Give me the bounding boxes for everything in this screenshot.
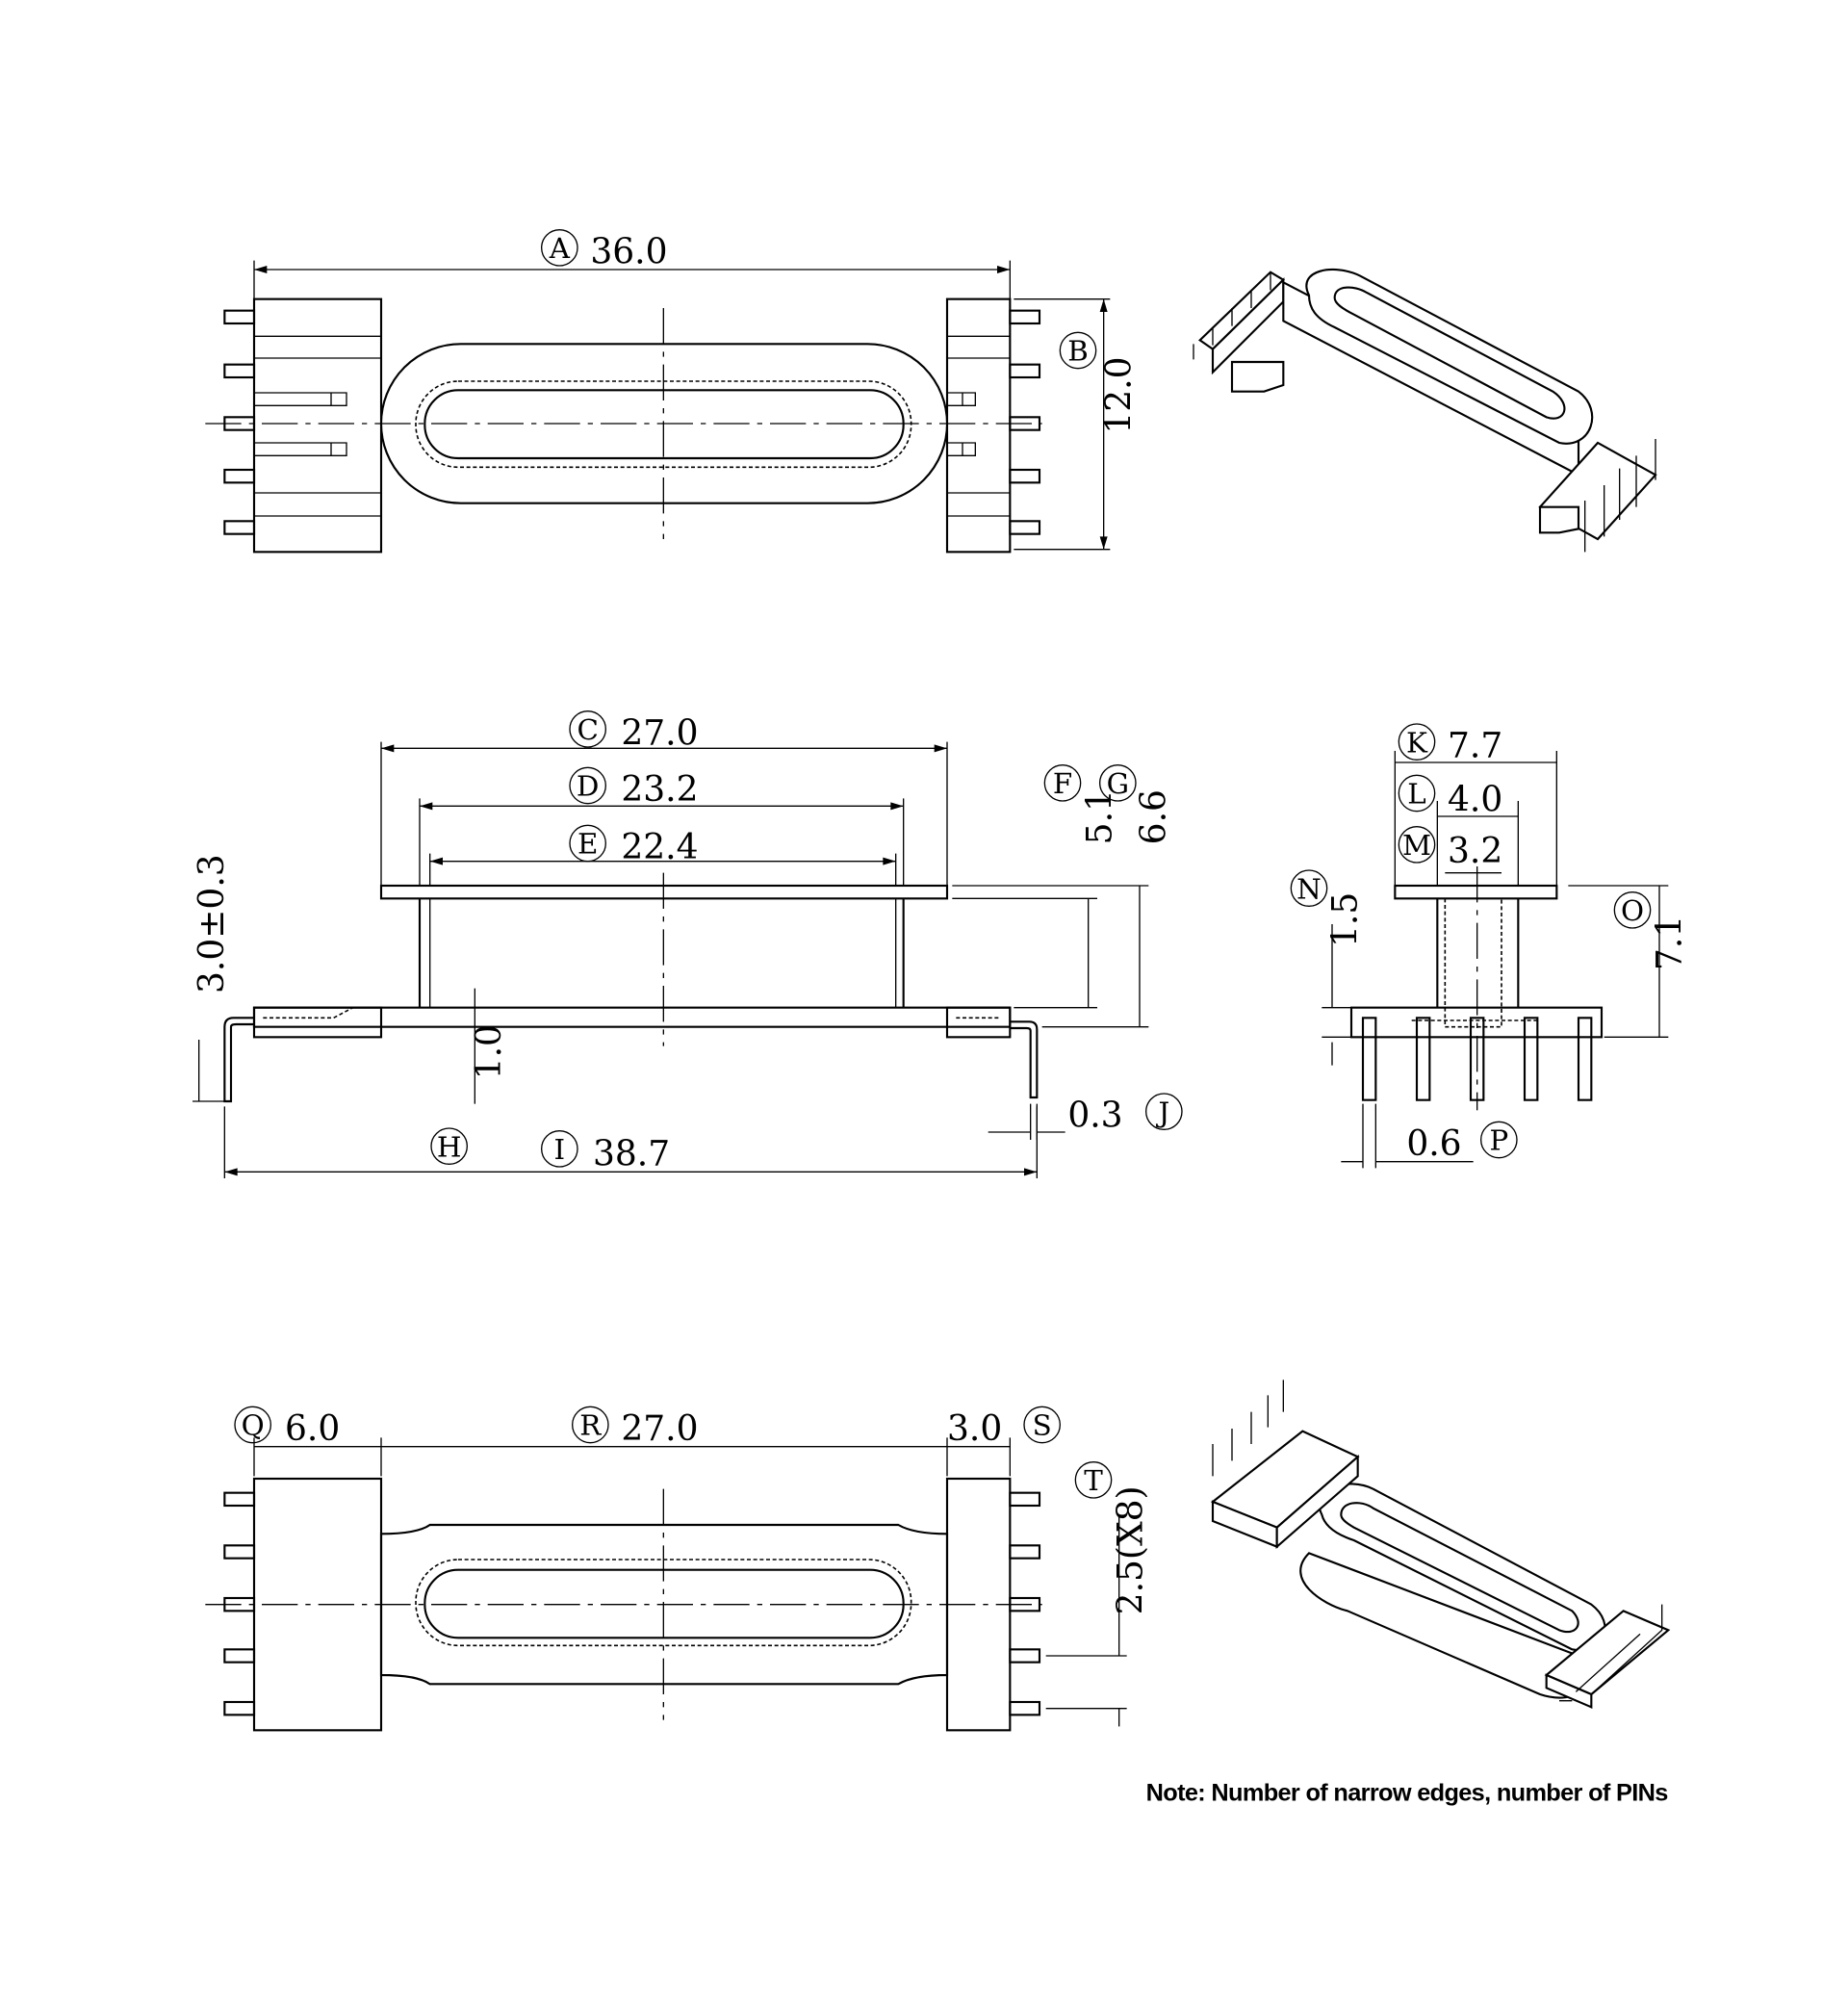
dim-label-P: P bbox=[1489, 1124, 1508, 1157]
note-text: Note: Number of narrow edges, number of … bbox=[1146, 1780, 1669, 1807]
dim-label-L: L bbox=[1407, 778, 1425, 811]
dim-label-K: K bbox=[1406, 726, 1428, 759]
dim-value-pin-offset: 1.0 bbox=[470, 1024, 509, 1079]
dim-value-C: 27.0 bbox=[621, 713, 698, 753]
dim-value-Q: 6.0 bbox=[285, 1409, 340, 1449]
dim-label-O: O bbox=[1621, 894, 1644, 927]
dim-value-I: 38.7 bbox=[593, 1135, 670, 1174]
base bbox=[252, 1006, 1012, 1028]
dim-label-Q: Q bbox=[242, 1409, 265, 1442]
end-view: K 7.7 L 4.0 M 3.2 N 1.5 O 7.1 0.6 P bbox=[1290, 723, 1690, 1169]
dim-label-S: S bbox=[1033, 1409, 1052, 1442]
dim-label-H: H bbox=[437, 1130, 462, 1163]
dim-label-C: C bbox=[577, 713, 598, 746]
dim-label-A: A bbox=[549, 232, 571, 265]
dim-label-M: M bbox=[1402, 829, 1431, 862]
isometric-view-top bbox=[1193, 268, 1657, 553]
left-flange-block bbox=[252, 297, 383, 554]
dim-value-G: 6.6 bbox=[1135, 789, 1174, 844]
dim-value-R: 27.0 bbox=[621, 1409, 698, 1449]
dim-label-B: B bbox=[1067, 335, 1089, 368]
top-view: A 36.0 B 12.0 bbox=[205, 228, 1140, 554]
isometric-view-bottom bbox=[1210, 1380, 1671, 1709]
dim-value-P: 0.6 bbox=[1406, 1124, 1461, 1164]
dim-label-J: J bbox=[1155, 1096, 1169, 1128]
top-view-pins-left bbox=[223, 309, 256, 535]
dim-label-D: D bbox=[577, 770, 600, 803]
dim-value-L: 4.0 bbox=[1448, 781, 1502, 820]
dim-value-K: 7.7 bbox=[1448, 727, 1502, 766]
right-flange-block bbox=[945, 297, 1012, 554]
dim-value-S: 3.0 bbox=[947, 1409, 1002, 1449]
dim-value-O: 7.1 bbox=[1651, 916, 1690, 970]
dim-label-G: G bbox=[1107, 767, 1129, 800]
side-view: C 27.0 D 23.2 E 22.4 F 5.1 G 6.6 3.0±0.3… bbox=[192, 709, 1183, 1178]
dim-value-F: 5.1 bbox=[1081, 789, 1120, 844]
dim-value-N: 1.5 bbox=[1325, 892, 1365, 947]
bottom-view: Q 6.0 R 27.0 3.0 S T 2.5(X8) bbox=[205, 1406, 1151, 1732]
dim-value-B: 12.0 bbox=[1100, 357, 1140, 434]
dim-value-T: 2.5(X8) bbox=[1112, 1485, 1151, 1614]
dim-value-M: 3.2 bbox=[1448, 832, 1502, 871]
dim-label-T: T bbox=[1084, 1464, 1103, 1497]
dim-value-D: 23.2 bbox=[621, 770, 698, 810]
dim-label-N: N bbox=[1296, 872, 1322, 905]
dim-label-I: I bbox=[554, 1133, 566, 1166]
top-view-pins-right bbox=[1009, 309, 1041, 535]
dim-value-J: 0.3 bbox=[1067, 1096, 1122, 1136]
dim-value-E: 22.4 bbox=[621, 828, 698, 867]
dim-value-tolerance: 3.0±0.3 bbox=[192, 854, 232, 993]
dim-label-R: R bbox=[579, 1409, 602, 1442]
dim-label-F: F bbox=[1053, 767, 1072, 800]
dim-value-A: 36.0 bbox=[590, 232, 667, 271]
dim-label-E: E bbox=[578, 828, 598, 861]
